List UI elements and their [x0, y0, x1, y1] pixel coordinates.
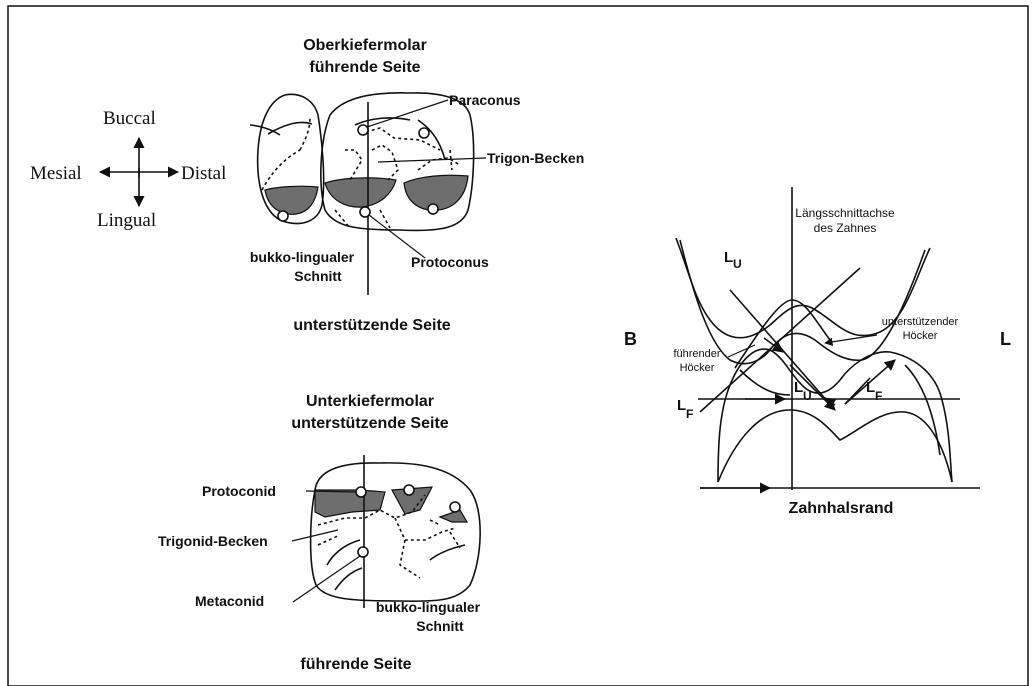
compass-buccal-label: Buccal [103, 108, 156, 129]
lu-lower-label: L [794, 379, 803, 396]
metaconid-label: Metaconid [195, 593, 264, 609]
lower-distal-dot [450, 502, 460, 512]
compass-mesial-label: Mesial [30, 163, 82, 184]
lower-molar-diagram: Unterkiefermolar unterstützende Seite Pr… [158, 393, 481, 673]
figure-frame [8, 6, 1028, 686]
metaconid-dot [358, 547, 368, 557]
lu-upper-subscript: U [733, 257, 742, 271]
upper-molar-diagram: Oberkiefermolar führende Seite Para [250, 37, 584, 334]
leading-cusp-label-line1: führender [673, 348, 720, 360]
compass-lingual-label: Lingual [97, 210, 156, 231]
upper-molar-title-line2: führende Seite [309, 59, 420, 76]
paraconus-dot [358, 125, 368, 135]
trigon-becken-label: Trigon-Becken [487, 150, 584, 166]
lower-molar-outline [311, 463, 481, 601]
orientation-compass: Buccal Mesial Distal Lingual [30, 108, 226, 231]
lower-molar-bottom-label: führende Seite [300, 656, 411, 673]
upper-cut-label-line2: Schnitt [294, 268, 342, 284]
lu-upper-label: L [724, 249, 733, 266]
paraconus-label: Paraconus [449, 92, 521, 108]
upper-cusp-dot [419, 128, 429, 138]
tooth-axis-label-line2: des Zahnes [814, 221, 877, 235]
upper-tooth-inner [680, 240, 925, 364]
lower-molar-title-line1: Unterkiefermolar [306, 393, 434, 410]
trigonid-becken-label: Trigonid-Becken [158, 533, 268, 549]
side-l-label: L [1000, 329, 1011, 349]
lower-tooth-inner [718, 410, 952, 482]
lower-molar-title-line2: unterstützende Seite [291, 415, 448, 432]
supporting-cusp-label-line1: unterstützender [882, 316, 959, 328]
tooth-axis-label-line1: Längsschnittachse [795, 206, 895, 220]
lf-right-subscript: F [875, 389, 882, 403]
protoconus-label: Protoconus [411, 254, 489, 270]
compass-distal-label: Distal [181, 163, 226, 184]
lower-molar-shade-left [315, 490, 385, 517]
upper-molar-bottom-label: unterstützende Seite [293, 317, 450, 334]
lf-right-label: L [866, 379, 875, 396]
protoconid-dot [356, 487, 366, 497]
lower-cut-label-line2: Schnitt [416, 618, 464, 634]
cervical-margin-label: Zahnhalsrand [789, 500, 894, 517]
lf-left-subscript: F [686, 407, 693, 421]
occlusion-cross-section: Längsschnittachse des Zahnes B L fü [624, 187, 1011, 517]
lower-buccal-dot [404, 485, 414, 495]
upper-molar-title-line1: Oberkiefermolar [303, 37, 427, 54]
lu-lower-subscript: U [803, 389, 812, 403]
supporting-cusp-label-line2: Höcker [903, 330, 938, 342]
upper-distal-dot [428, 204, 438, 214]
protoconus-dot [360, 207, 370, 217]
lf-left-label: L [677, 397, 686, 414]
upper-molar-shade-left [325, 178, 396, 207]
leading-cusp-label-line2: Höcker [680, 362, 715, 374]
lower-cut-label-line1: bukko-lingualer [376, 599, 481, 615]
protoconid-label: Protoconid [202, 483, 276, 499]
upper-cut-label-line1: bukko-lingualer [250, 249, 355, 265]
neighbour-tooth-shade [265, 186, 318, 214]
side-b-label: B [624, 329, 637, 349]
